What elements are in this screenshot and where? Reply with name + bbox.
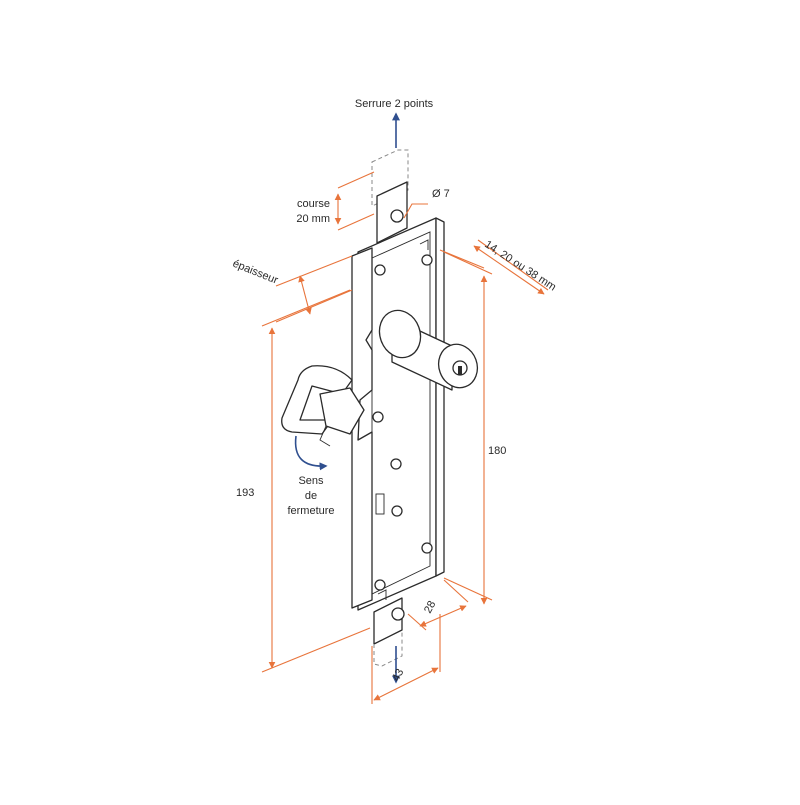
thickness-label: épaisseur <box>231 258 280 287</box>
thickness-options-label: 14, 20 ou 38 mm <box>482 238 558 293</box>
height-total-label: 193 <box>236 487 254 499</box>
screw-icon <box>421 254 433 266</box>
lock-lever <box>281 365 365 447</box>
screw-icon <box>374 579 386 591</box>
depth-label: 28 <box>422 599 438 615</box>
screw-icon <box>391 505 403 517</box>
height-body-label: 180 <box>488 445 506 457</box>
title-label: Serrure 2 points <box>355 98 434 110</box>
top-pin-icon <box>390 209 404 223</box>
dimensions <box>261 171 549 704</box>
closing-direction-arrow-icon <box>294 435 328 471</box>
screw-icon <box>390 458 402 470</box>
top-bolt <box>371 149 409 244</box>
closing-direction-label-1: Sens <box>298 475 324 487</box>
screw-icon <box>421 542 433 554</box>
bottom-bolt <box>373 597 405 667</box>
width-label: 43 <box>390 667 406 683</box>
bottom-pin-icon <box>391 607 405 621</box>
screw-icon <box>372 411 384 423</box>
course-value-label: 20 mm <box>296 213 330 225</box>
course-label: course <box>297 198 330 210</box>
closing-direction-label-2: de <box>305 490 317 502</box>
lock-body <box>351 217 445 611</box>
lock-cylinder <box>378 309 479 391</box>
screw-icon <box>374 264 386 276</box>
closing-direction-label-3: fermeture <box>287 505 334 517</box>
diameter-label: Ø 7 <box>432 188 450 200</box>
